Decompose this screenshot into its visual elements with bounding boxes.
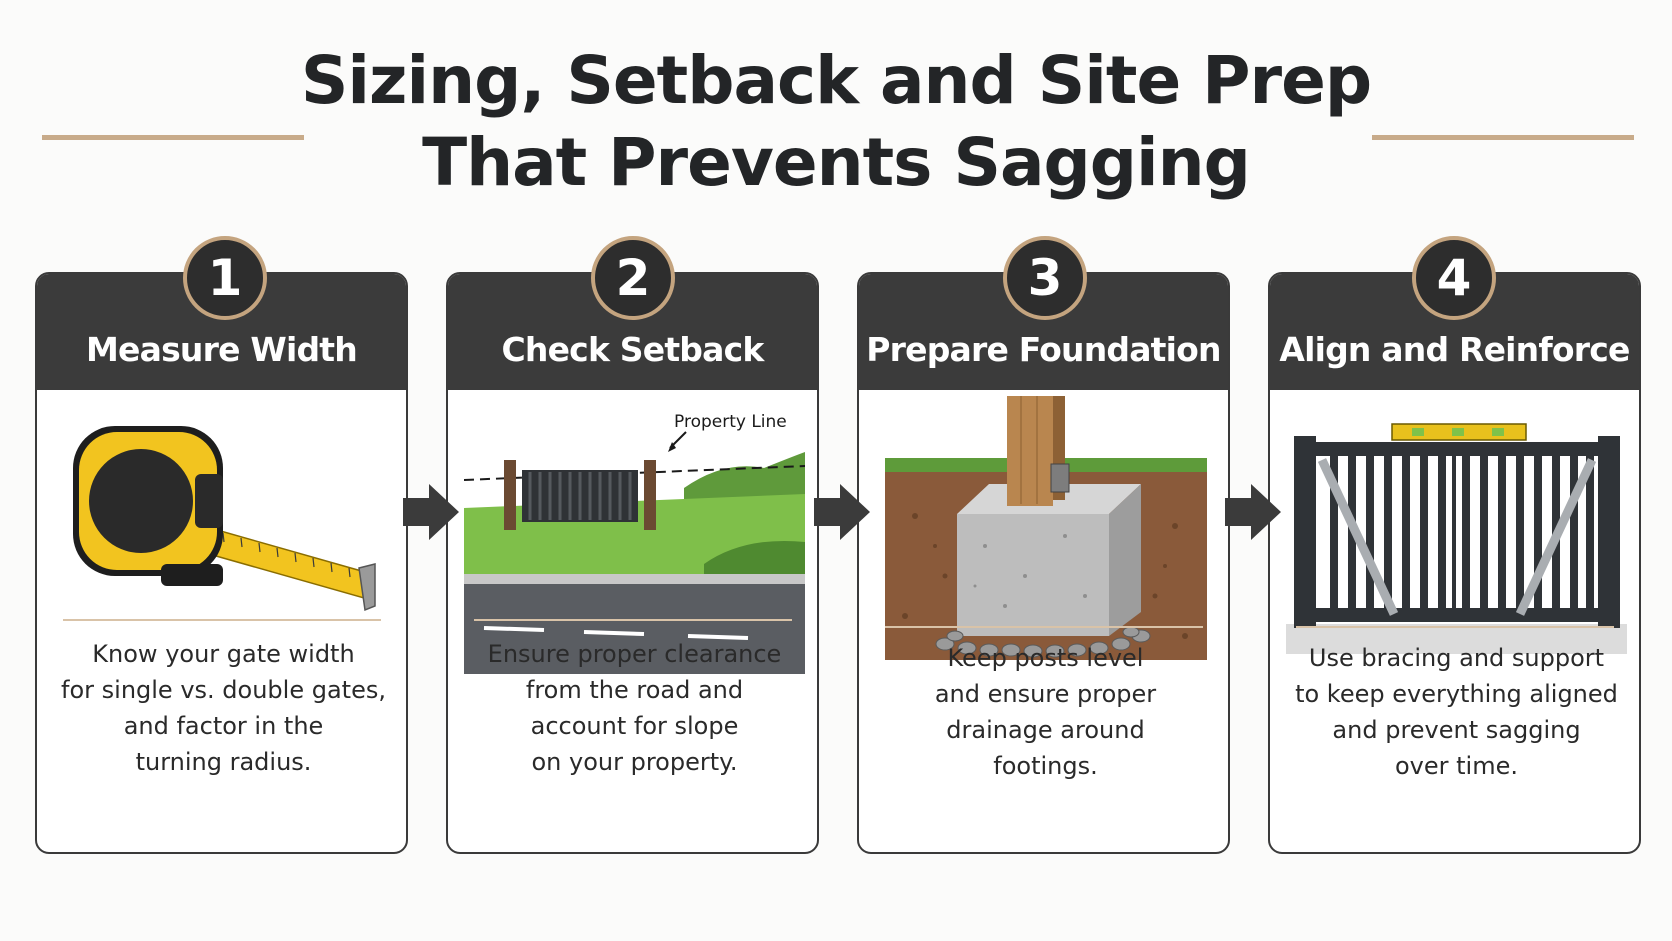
step-number-badge-2: 2: [591, 236, 675, 320]
step-description-2: Ensure proper clearance from the road an…: [448, 636, 817, 780]
desc-line: turning radius.: [135, 748, 312, 776]
step-title-3: Prepare Foundation: [866, 330, 1221, 369]
step-card-4: Align and Reinforce Use bracin: [1268, 272, 1641, 854]
property-line-callout: Property Line: [674, 412, 787, 432]
step-number-badge-1: 1: [183, 236, 267, 320]
desc-line: Know your gate width: [92, 640, 355, 668]
step-description-4: Use bracing and support to keep everythi…: [1270, 640, 1639, 784]
desc-line: drainage around: [946, 716, 1145, 744]
desc-line: account for slope: [530, 712, 739, 740]
arrow-right-icon: [814, 484, 870, 540]
desc-line: and prevent sagging: [1332, 716, 1581, 744]
step-divider-1: [63, 619, 381, 621]
setback-illustration: [464, 396, 805, 674]
step-card-3: Prepare Foundation: [857, 272, 1230, 854]
step-divider-4: [1296, 626, 1614, 628]
desc-line: Ensure proper clearance: [487, 640, 782, 668]
step-number-badge-4: 4: [1412, 236, 1496, 320]
desc-line: to keep everything aligned: [1295, 680, 1618, 708]
desc-line: over time.: [1395, 752, 1518, 780]
title-rule-left: [42, 135, 304, 140]
tape-measure-illustration: [73, 426, 376, 612]
desc-line: Keep posts level: [947, 644, 1144, 672]
step-title-4: Align and Reinforce: [1279, 330, 1630, 369]
desc-line: for single vs. double gates,: [61, 676, 386, 704]
title-line-2: That Prevents Sagging: [422, 124, 1251, 201]
desc-line: on your property.: [531, 748, 738, 776]
step-divider-3: [885, 626, 1203, 628]
step-description-3: Keep posts level and ensure proper drain…: [859, 640, 1228, 784]
page-title: Sizing, Setback and Site Prep That Preve…: [0, 40, 1672, 204]
arrow-right-icon: [1225, 484, 1281, 540]
step-title-2: Check Setback: [501, 330, 764, 369]
reinforced-gate-illustration: [1286, 423, 1627, 654]
desc-line: footings.: [993, 752, 1098, 780]
desc-line: and ensure proper: [934, 680, 1157, 708]
desc-line: from the road and: [525, 676, 744, 704]
arrow-right-icon: [403, 484, 459, 540]
title-rule-right: [1372, 135, 1634, 140]
foundation-illustration: [885, 396, 1207, 660]
desc-line: and factor in the: [123, 712, 324, 740]
desc-line: Use bracing and support: [1308, 644, 1605, 672]
step-divider-2: [474, 619, 792, 621]
step-card-2: Check Setback: [446, 272, 819, 854]
step-description-1: Know your gate width for single vs. doub…: [37, 636, 406, 780]
title-line-1: Sizing, Setback and Site Prep: [300, 42, 1372, 119]
step-title-1: Measure Width: [86, 330, 358, 369]
step-number-badge-3: 3: [1003, 236, 1087, 320]
step-card-1: Measure Width Know your gate width for s…: [35, 272, 408, 854]
